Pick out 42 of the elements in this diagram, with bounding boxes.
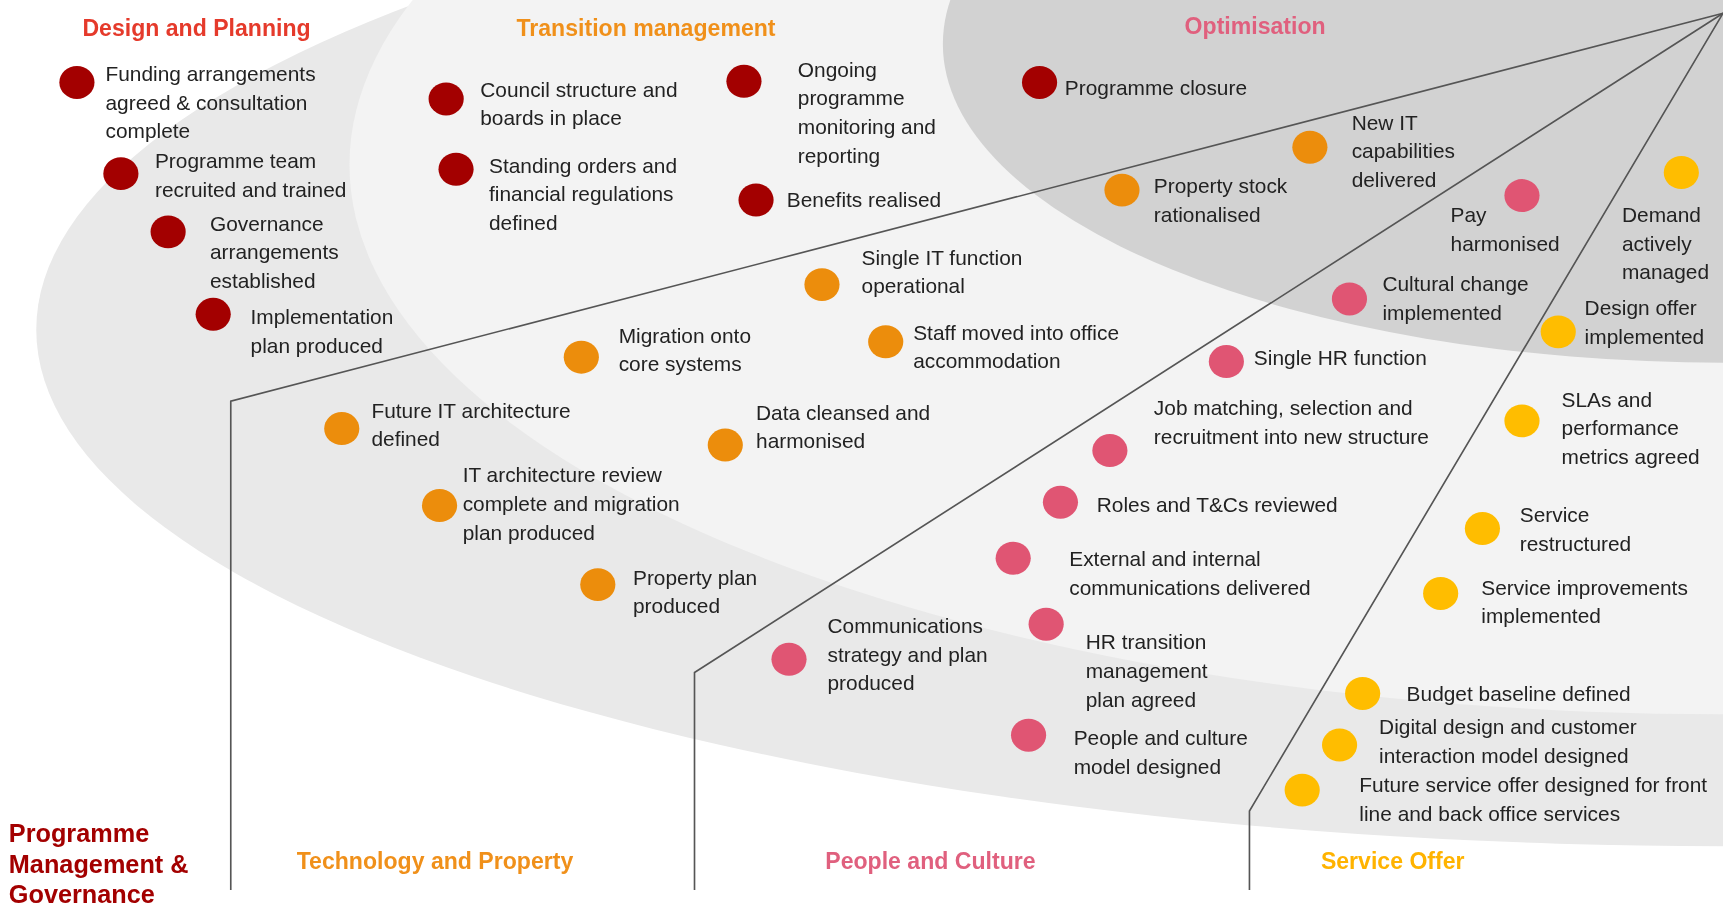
milestone-text: Digital design and customer interaction model designed <box>1379 714 1638 770</box>
milestone-text: Council structure and boards in place <box>480 77 679 132</box>
milestone-text: Property plan produced <box>632 564 759 620</box>
milestone-text: Communications strategy and plan produced <box>827 613 989 697</box>
milestone-text: Programme closure <box>1064 74 1248 101</box>
milestone-text: Standing orders and financial regulations defined <box>489 152 679 237</box>
milestone-text: Pay harmonised <box>1450 202 1561 257</box>
milestone-text: Future IT architecture defined <box>371 397 572 453</box>
milestone-text: Service restructured <box>1519 502 1633 557</box>
milestone-text: IT architecture review complete and migration plan produced <box>462 462 681 546</box>
milestone-text: Cultural change implemented <box>1382 271 1530 327</box>
milestone-text: Design offer implemented <box>1584 295 1706 351</box>
section-heading: Programme Management & Governance <box>8 817 190 907</box>
section-heading: Design and Planning <box>82 14 311 43</box>
milestone-text: External and internal communications delivered <box>1069 546 1312 601</box>
milestone-text: Benefits realised <box>786 186 943 213</box>
section-heading: Transition management <box>516 14 776 43</box>
milestone-text: New IT capabilities delivered <box>1351 110 1456 194</box>
milestone-text: Staff moved into office accommodation <box>913 319 1120 375</box>
milestone-text: SLAs and performance metrics agreed <box>1561 386 1701 471</box>
milestone-text: Ongoing programme monitoring and reporting <box>797 57 937 170</box>
milestone-text: Implementation plan produced <box>250 304 395 360</box>
milestone-text: Demand actively managed <box>1622 202 1711 286</box>
milestone-text: Migration onto core systems <box>618 323 752 378</box>
milestone-text: Job matching, selection and recruitment into new structure <box>1153 395 1430 451</box>
section-heading: Technology and Property <box>296 847 574 876</box>
milestone-text: Future service offer designed for front line and back office services <box>1359 772 1709 828</box>
milestone-text: Data cleansed and harmonised <box>756 400 932 455</box>
section-heading: Optimisation <box>1184 12 1326 41</box>
milestone-text: Single IT function operational <box>861 245 1024 300</box>
milestone-text: Budget baseline defined <box>1406 681 1632 708</box>
milestone-text: HR transition management plan agreed <box>1085 629 1209 713</box>
milestone-text: Roles and T&Cs reviewed <box>1096 492 1339 519</box>
milestone-text: Governance arrangements established <box>209 211 340 295</box>
milestone-text: Service improvements implemented <box>1481 574 1689 630</box>
milestone-text: Programme team recruited and trained <box>154 148 348 204</box>
section-heading: Service Offer <box>1320 847 1465 876</box>
milestone-text: Property stock rationalised <box>1153 173 1289 229</box>
milestone-text: Single HR function <box>1253 345 1428 372</box>
milestone-text: Funding arrangements agreed & consultation complete <box>105 61 317 145</box>
milestone-text: People and culture model designed <box>1073 725 1249 780</box>
section-heading: People and Culture <box>825 847 1036 876</box>
